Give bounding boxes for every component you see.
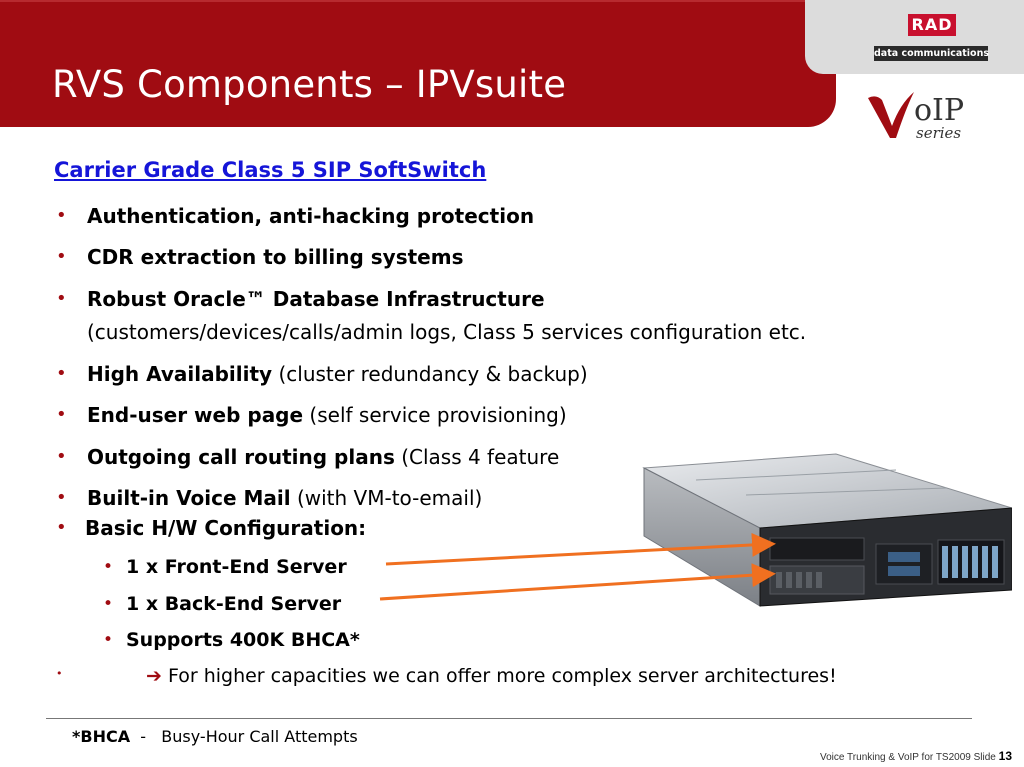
capacity-note: ➔ For higher capacities we can offer mor…: [146, 665, 837, 687]
bullet-marker: •: [56, 446, 67, 467]
bullet-marker: •: [56, 246, 67, 267]
server-image: [642, 453, 1012, 607]
right-arrow-icon: ➔: [146, 665, 162, 687]
sub-bullet-item: 1 x Back-End Server: [126, 593, 342, 615]
data-communications-label: data communications: [874, 46, 989, 61]
title-banner: [0, 0, 836, 127]
footer-slide-info: Voice Trunking & VoIP for TS2009 Slide 1…: [820, 749, 1012, 763]
sub-bullet-marker: •: [103, 594, 114, 614]
bullet-item: CDR extraction to billing systems: [87, 245, 464, 269]
sub-bullet-marker: •: [103, 630, 114, 650]
rad-logo: RAD: [908, 14, 956, 36]
bullet-marker-small: •: [56, 667, 63, 680]
slide-title: RVS Components – IPVsuite: [52, 63, 567, 106]
bullet-item: Outgoing call routing plans (Class 4 fea…: [87, 445, 560, 469]
footnote: *BHCA - Busy-Hour Call Attempts: [72, 727, 358, 746]
section-heading: Carrier Grade Class 5 SIP SoftSwitch: [54, 158, 487, 182]
sub-bullet-marker: •: [103, 557, 114, 577]
footer-divider: [46, 718, 972, 719]
bullet-item: Built-in Voice Mail (with VM-to-email): [87, 486, 483, 510]
series-logo-text: series: [916, 124, 961, 142]
voip-series-logo: oIP series: [868, 92, 964, 142]
bullet-item: Robust Oracle™ Database Infrastructure: [87, 287, 545, 311]
logo-panel: [805, 0, 1024, 74]
bullet-item: Basic H/W Configuration:: [85, 516, 367, 540]
bullet-continuation: (customers/devices/calls/admin logs, Cla…: [87, 320, 807, 344]
bullet-marker: •: [56, 205, 67, 226]
bullet-marker: •: [56, 363, 67, 384]
sub-bullet-item: Supports 400K BHCA*: [126, 629, 360, 651]
slide-number: 13: [998, 749, 1012, 763]
bullet-item: End-user web page (self service provisio…: [87, 403, 567, 427]
bullet-marker: •: [56, 517, 67, 538]
voip-logo-text: oIP: [914, 93, 964, 128]
bullet-marker: •: [56, 404, 67, 425]
bullet-item: Authentication, anti-hacking protection: [87, 204, 535, 228]
bullet-marker: •: [56, 288, 67, 309]
sub-bullet-item: 1 x Front-End Server: [126, 556, 347, 578]
bullet-marker: •: [56, 487, 67, 508]
bullet-item: High Availability (cluster redundancy & …: [87, 362, 588, 386]
